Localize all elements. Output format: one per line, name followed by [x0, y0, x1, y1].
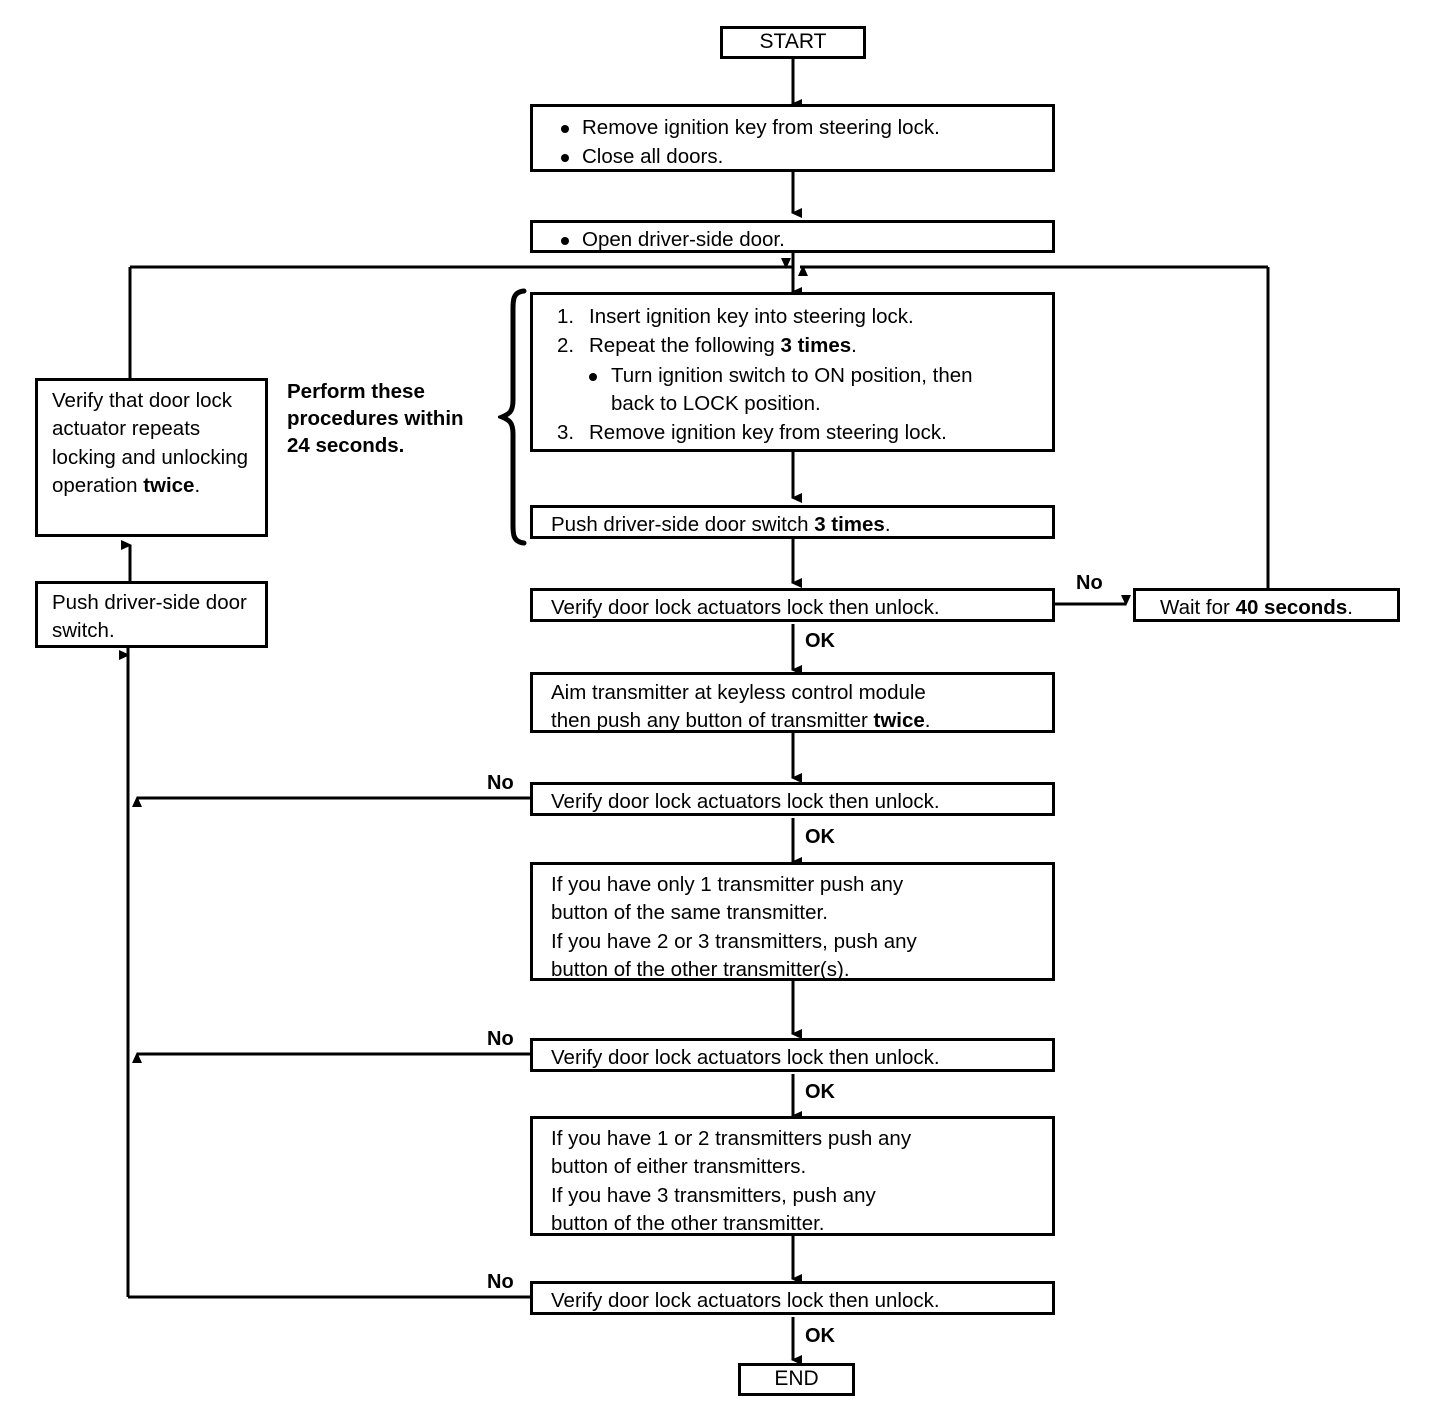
node-end-label: END	[774, 1367, 819, 1391]
key-cycle-steps: Insert ignition key into steering lock. …	[533, 295, 1052, 455]
node-aim-transmitter: Aim transmitter at keyless control modul…	[530, 672, 1055, 733]
node-verify-actuators-1: Verify door lock actuators lock then unl…	[530, 588, 1055, 622]
list-item: Repeat the following 3 times.	[557, 332, 857, 361]
node-start: START	[720, 26, 866, 59]
list-item: Close all doors.	[559, 143, 1042, 171]
node-transmitter-instructions-a: If you have only 1 transmitter push any …	[530, 862, 1055, 981]
timing-brace	[498, 288, 527, 546]
node-push-driver-side-door-switch: Push driver-side door switch.	[35, 581, 268, 648]
edge-label-no-1: No	[1076, 572, 1103, 594]
edge-label-no-3: No	[487, 1028, 514, 1050]
list-item: Insert ignition key into steering lock.	[557, 303, 914, 332]
node-verify-actuators-3: Verify door lock actuators lock then unl…	[530, 1038, 1055, 1072]
node-push-door-switch-3-times: Push driver-side door switch 3 times.	[530, 505, 1055, 539]
edge-label-no-2: No	[487, 772, 514, 794]
edge-label-ok-4: OK	[805, 1325, 835, 1347]
node-verify-actuators-2: Verify door lock actuators lock then unl…	[530, 782, 1055, 816]
edge-label-ok-2: OK	[805, 826, 835, 848]
node-verify-actuators-4: Verify door lock actuators lock then unl…	[530, 1281, 1055, 1315]
node-open-driver-door: Open driver-side door.	[530, 220, 1055, 253]
list-item: Open driver-side door.	[559, 226, 1042, 254]
open-door-list: Open driver-side door.	[533, 223, 1052, 257]
node-start-label: START	[759, 30, 827, 54]
annotation-perform-within-24-seconds: Perform these procedures within 24 secon…	[287, 380, 464, 458]
list-item: Remove ignition key from steering lock.	[557, 419, 947, 448]
edge-label-ok-3: OK	[805, 1081, 835, 1103]
edge-label-ok-1: OK	[805, 630, 835, 652]
list-item: Turn ignition switch to ON position, the…	[557, 362, 1042, 419]
node-end: END	[738, 1363, 855, 1396]
node-preparation: Remove ignition key from steering lock. …	[530, 104, 1055, 172]
node-wait-40-seconds: Wait for 40 seconds.	[1133, 588, 1400, 622]
node-verify-actuator-repeats-twice: Verify that door lock actuator repeats l…	[35, 378, 268, 537]
edge-label-no-4: No	[487, 1271, 514, 1293]
preparation-list: Remove ignition key from steering lock. …	[533, 107, 1052, 179]
list-item: Remove ignition key from steering lock.	[559, 114, 1042, 142]
node-key-cycle-procedure: Insert ignition key into steering lock. …	[530, 292, 1055, 452]
node-transmitter-instructions-b: If you have 1 or 2 transmitters push any…	[530, 1116, 1055, 1236]
